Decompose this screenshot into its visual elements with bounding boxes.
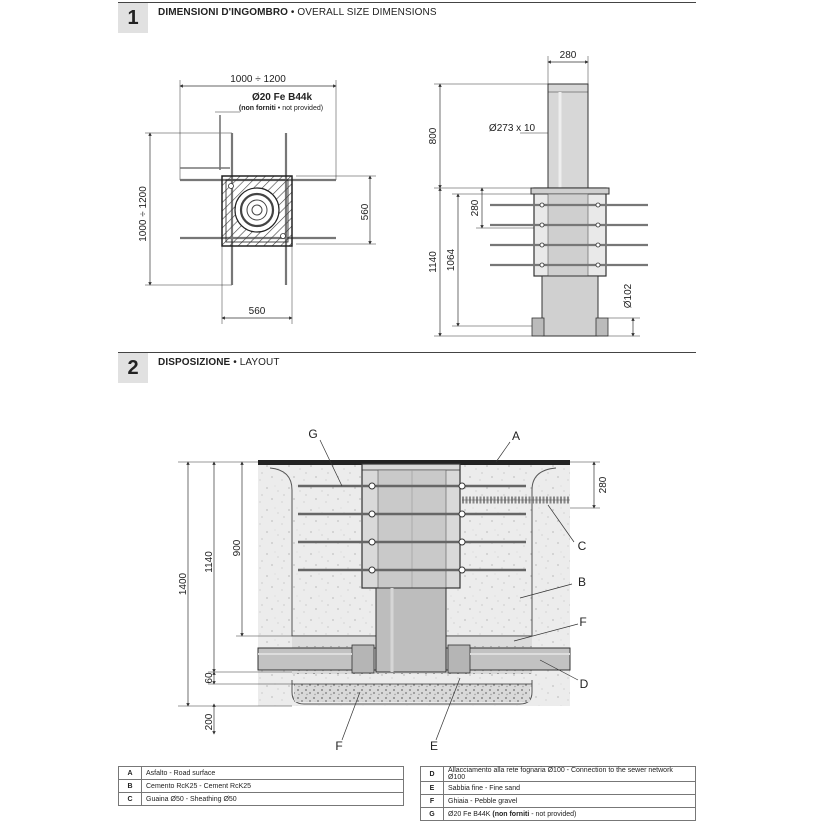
legend-row: E Sabbia fine - Fine sand: [420, 781, 696, 795]
legend-text-bold: (non forniti: [492, 810, 530, 818]
plan-rebar-note-bold: (non forniti: [239, 105, 276, 112]
side-top-width: 280: [560, 50, 577, 61]
side-bollard-height: 800: [428, 127, 439, 144]
legend-key: E: [420, 781, 444, 795]
section-2-number: 2: [118, 353, 148, 383]
side-overall-depth: 1140: [428, 251, 439, 273]
plan-inner-width: 560: [249, 306, 266, 317]
section-1-title: DIMENSIONI D'INGOMBRO • OVERALL SIZE DIM…: [158, 7, 437, 18]
legend-text-plain: Ø20 Fe B44K: [448, 810, 493, 818]
layout-view: [178, 439, 600, 741]
legend-key: C: [118, 792, 142, 806]
plan-rebar-note: (non forniti • not provided): [239, 105, 323, 112]
legend-row: G Ø20 Fe B44K (non forniti - not provide…: [420, 807, 696, 821]
layout-dim-60: 60: [204, 672, 215, 684]
plan-inner-height: 560: [360, 203, 371, 220]
plan-view: [145, 80, 376, 324]
side-bollard-diameter: Ø273 x 10: [489, 123, 536, 134]
legend-key: B: [118, 779, 142, 793]
section-2-separator: •: [230, 357, 240, 368]
label-f-bottom: F: [335, 739, 342, 753]
legend-row: D Allacciamento alla rete fognaria Ø100 …: [420, 766, 696, 782]
side-drain-diameter: Ø102: [623, 283, 634, 308]
section-2-title-en: LAYOUT: [239, 357, 280, 368]
legend-row: B Cemento RcK25 - Cement RcK25: [118, 779, 404, 793]
label-a: A: [512, 429, 520, 443]
layout-dim-200: 200: [204, 713, 215, 730]
side-box-depth: 280: [470, 199, 481, 216]
layout-dim-1140: 1140: [204, 551, 215, 573]
legend-key: F: [420, 794, 444, 808]
legend-text: Cemento RcK25 - Cement RcK25: [141, 779, 404, 793]
layout-dim-1400: 1400: [178, 572, 189, 595]
legend-key: D: [420, 766, 444, 782]
legend-text: Ø20 Fe B44K (non forniti - not provided): [443, 807, 696, 821]
section-2-title-it: DISPOSIZIONE: [158, 357, 231, 368]
plan-height-range: 1000 ÷ 1200: [138, 186, 149, 242]
legend-text: Sabbia fine - Fine sand: [443, 781, 696, 795]
section-2-title: DISPOSIZIONE • LAYOUT: [158, 357, 280, 368]
legend-key: A: [118, 766, 142, 780]
section-1-number: 1: [118, 3, 148, 33]
section-1-title-it: DIMENSIONI D'INGOMBRO: [158, 7, 289, 18]
layout-dim-900: 900: [232, 539, 243, 556]
label-g: G: [308, 427, 317, 441]
section-1-title-en: OVERALL SIZE DIMENSIONS: [297, 7, 437, 18]
legend-text: Allacciamento alla rete fognaria Ø100 - …: [443, 766, 696, 782]
legend-row: C Guaina Ø50 - Sheathing Ø50: [118, 792, 404, 806]
plan-width-range: 1000 ÷ 1200: [230, 74, 286, 85]
label-f-right: F: [579, 615, 586, 629]
label-c: C: [578, 539, 587, 553]
legend-left: A Asfalto - Road surface B Cemento RcK25…: [118, 766, 404, 806]
section-2-header: 2 DISPOSIZIONE • LAYOUT: [118, 352, 696, 383]
legend-text: Guaina Ø50 - Sheathing Ø50: [141, 792, 404, 806]
legend-text-tail: - not provided): [529, 810, 577, 818]
legend-text: Asfalto - Road surface: [141, 766, 404, 780]
label-b: B: [578, 575, 586, 589]
side-inner-depth: 1064: [446, 248, 457, 271]
label-e: E: [430, 739, 438, 753]
side-view: [434, 56, 648, 337]
legend-row: A Asfalto - Road surface: [118, 766, 404, 780]
layout-dim-280: 280: [598, 476, 609, 493]
legend-right: D Allacciamento alla rete fognaria Ø100 …: [420, 766, 696, 821]
legend-key: G: [420, 807, 444, 821]
plan-rebar-note-tail: • not provided): [276, 105, 323, 112]
label-d: D: [580, 677, 589, 691]
legend-text: Ghiaia - Pebble gravel: [443, 794, 696, 808]
plan-rebar-label: Ø20 Fe B44k: [252, 92, 312, 103]
section-1-separator: •: [288, 7, 298, 18]
legend-row: F Ghiaia - Pebble gravel: [420, 794, 696, 808]
section-1-header: 1 DIMENSIONI D'INGOMBRO • OVERALL SIZE D…: [118, 2, 696, 33]
